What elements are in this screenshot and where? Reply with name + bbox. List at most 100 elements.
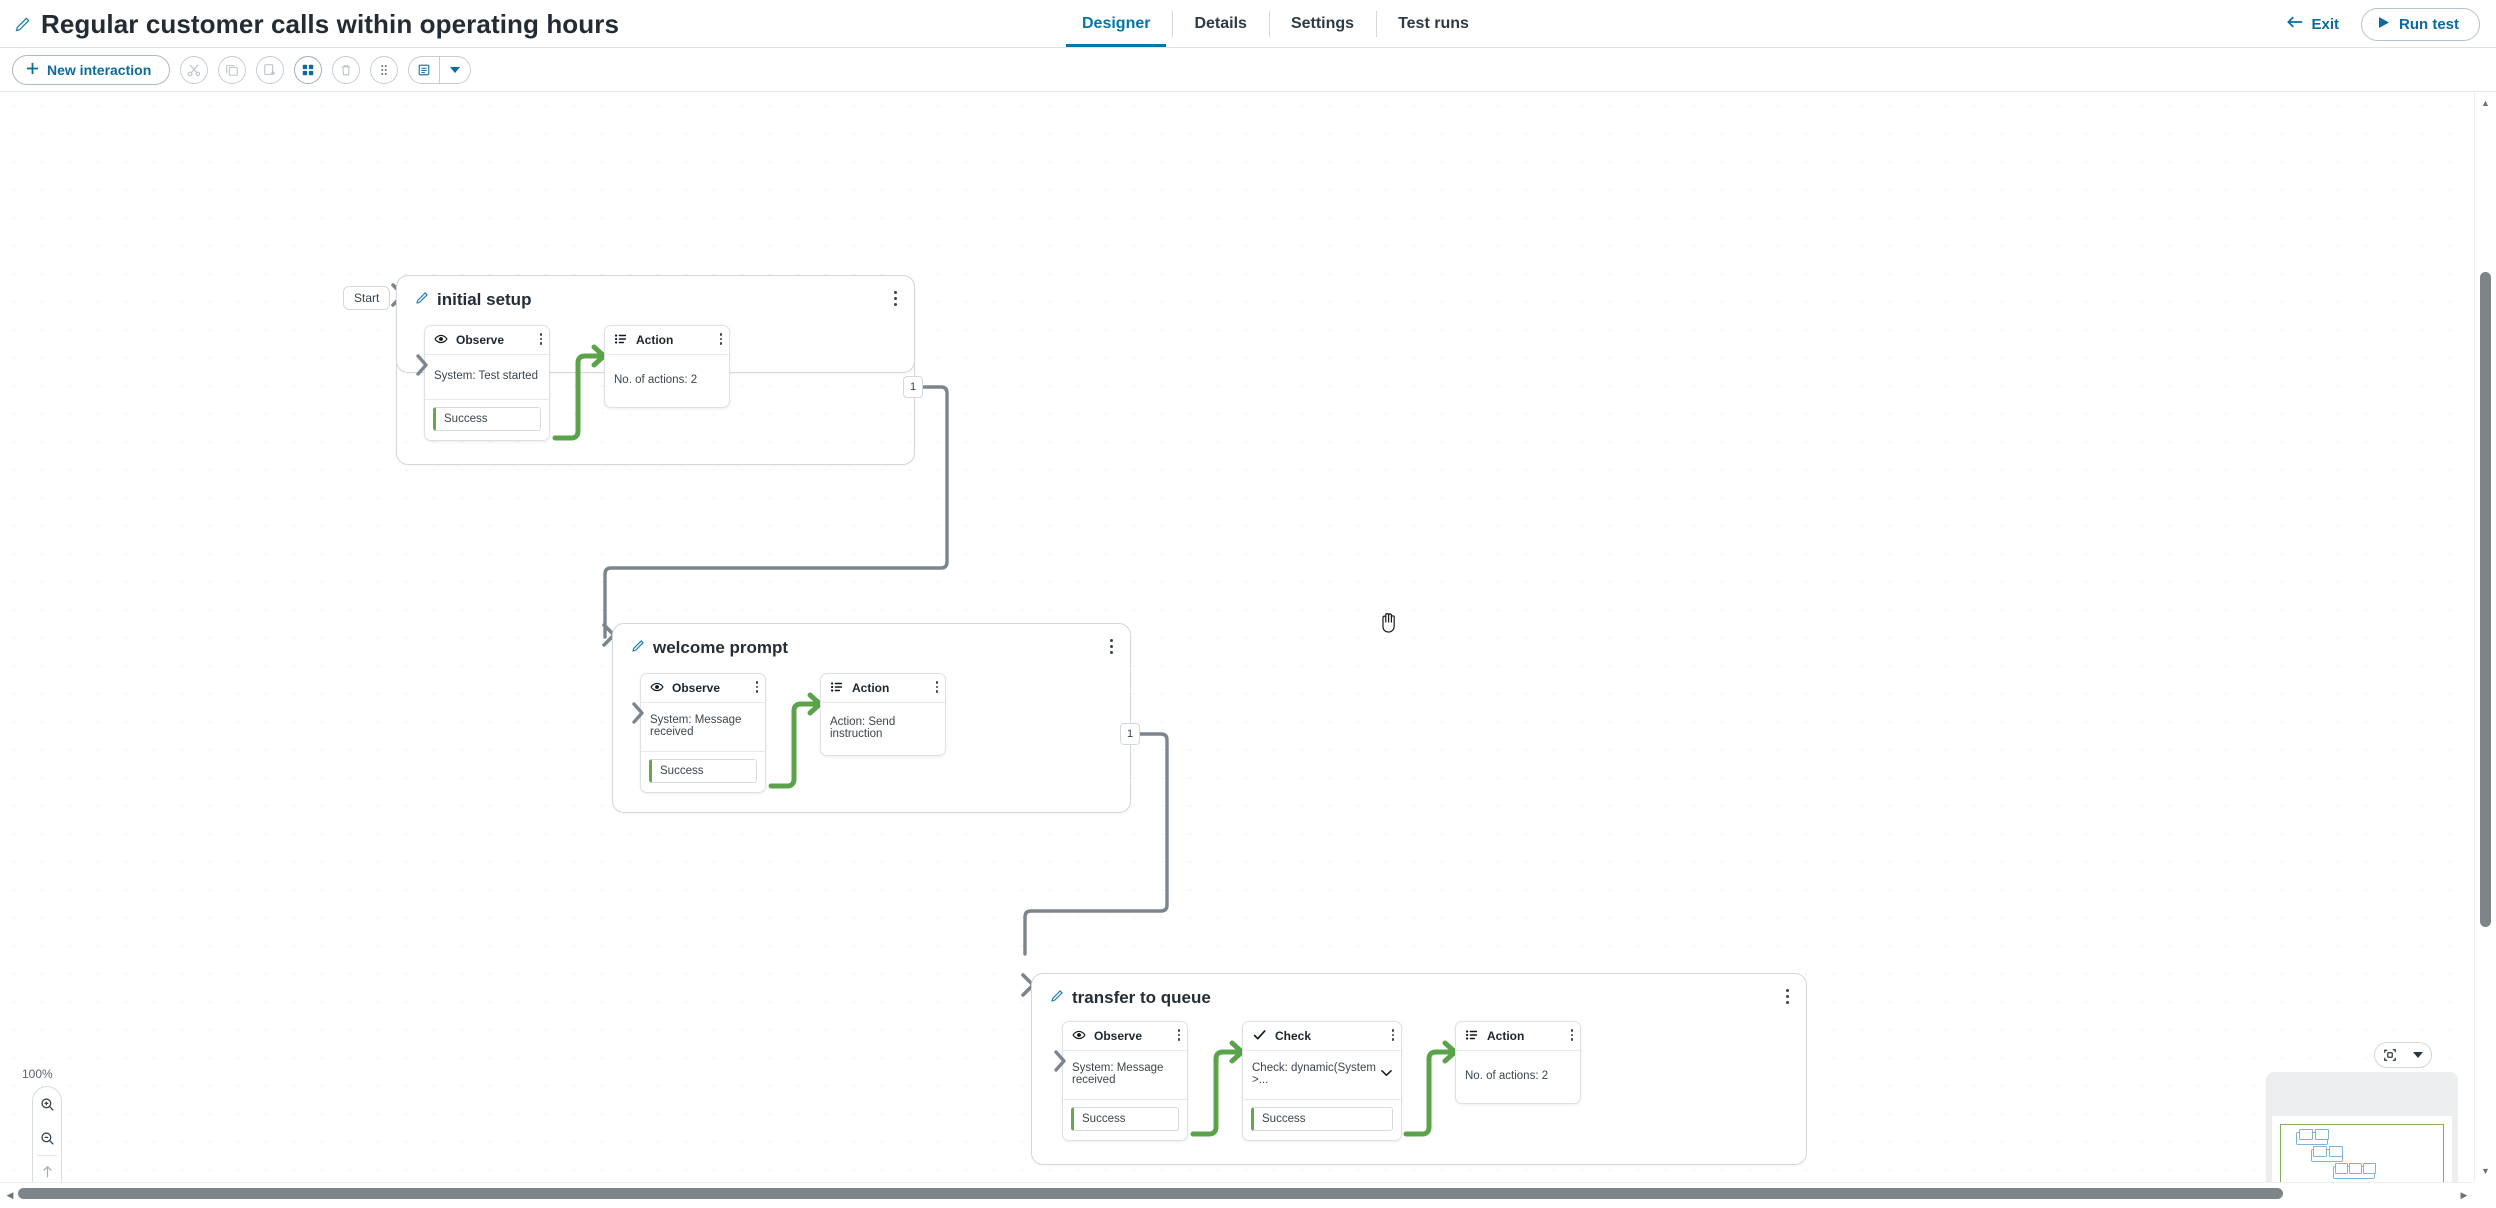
- card-outcome: Success: [641, 751, 765, 792]
- minimap-card: [2313, 1146, 2327, 1157]
- card-action[interactable]: Action No. of actions: 2: [604, 325, 730, 408]
- exit-button[interactable]: Exit: [2279, 9, 2347, 39]
- grab-hand-cursor: [1378, 610, 1400, 639]
- list-icon: [614, 332, 628, 349]
- list-icon: [1465, 1028, 1479, 1045]
- card-type-label: Observe: [1094, 1029, 1143, 1043]
- scrollbar-corner: [2474, 1182, 2496, 1208]
- group-welcome-prompt[interactable]: welcome prompt Observe System: Message r…: [612, 623, 1131, 813]
- horizontal-scroll-thumb[interactable]: [18, 1188, 2283, 1199]
- pencil-icon[interactable]: [631, 638, 645, 658]
- outcome-chip[interactable]: Success: [1251, 1107, 1393, 1131]
- card-menu-button[interactable]: [755, 681, 758, 693]
- pencil-icon[interactable]: [14, 16, 31, 33]
- group-title-row: initial setup: [397, 276, 914, 310]
- card-menu-button[interactable]: [539, 333, 542, 345]
- pencil-icon[interactable]: [1050, 988, 1064, 1008]
- eye-icon: [434, 332, 448, 349]
- run-test-button[interactable]: Run test: [2361, 7, 2480, 41]
- zoom-in-icon[interactable]: [33, 1087, 61, 1121]
- scroll-left-arrow[interactable]: ◀: [6, 1190, 14, 1200]
- group-exit-badge: 1: [1120, 723, 1140, 745]
- card-body-text: No. of actions: 2: [1465, 1070, 1549, 1082]
- horizontal-scrollbar[interactable]: ◀ ▶: [0, 1182, 2474, 1208]
- minimap-card: [2349, 1163, 2362, 1174]
- panel-icon[interactable]: [409, 57, 439, 83]
- tab-designer[interactable]: Designer: [1060, 0, 1172, 48]
- card-observe[interactable]: Observe System: Message received Success: [1054, 1021, 1188, 1141]
- scroll-down-arrow[interactable]: ▼: [2481, 1166, 2490, 1176]
- card-body[interactable]: Check: dynamic(System >...: [1243, 1051, 1401, 1099]
- paste-icon[interactable]: [256, 56, 285, 84]
- vertical-scrollbar[interactable]: ▲ ▼: [2474, 92, 2496, 1182]
- vertical-scroll-thumb[interactable]: [2480, 272, 2491, 927]
- card-check[interactable]: Check Check: dynamic(System >... Success: [1242, 1021, 1402, 1141]
- minimap-viewport[interactable]: [2280, 1124, 2444, 1182]
- card-action[interactable]: Action Action: Send instruction: [820, 673, 946, 756]
- outcome-chip[interactable]: Success: [649, 759, 757, 783]
- card-menu-button[interactable]: [935, 681, 938, 693]
- play-icon: [2378, 16, 2390, 33]
- new-interaction-button[interactable]: New interaction: [12, 55, 171, 85]
- app-header: Regular customer calls within operating …: [0, 0, 2496, 48]
- card-body-text: Action: Send instruction: [830, 716, 896, 740]
- trash-icon[interactable]: [332, 56, 361, 84]
- group-menu-button[interactable]: [1783, 986, 1792, 1007]
- card-header: Observe: [1063, 1022, 1187, 1051]
- card-body-text: Check: dynamic(System >...: [1252, 1062, 1376, 1086]
- minimap[interactable]: [2266, 1072, 2458, 1182]
- card-observe[interactable]: Observe System: Test started Success: [416, 325, 550, 441]
- eye-icon: [1072, 1028, 1086, 1045]
- card-type-label: Action: [852, 681, 890, 695]
- arrow-left-icon: [2287, 15, 2303, 33]
- zoom-level-label: 100%: [22, 1067, 53, 1081]
- pencil-icon[interactable]: [415, 290, 429, 310]
- outcome-chip[interactable]: Success: [433, 407, 541, 431]
- zoom-out-icon[interactable]: [33, 1121, 61, 1155]
- designer-canvas[interactable]: Start initial setup Obs: [0, 92, 2474, 1182]
- minimap-card: [2299, 1129, 2313, 1140]
- copy-icon[interactable]: [218, 56, 247, 84]
- cut-icon[interactable]: [180, 56, 209, 84]
- drag-handle-icon[interactable]: [370, 56, 399, 84]
- designer-toolbar: New interaction: [0, 48, 2496, 133]
- tab-details[interactable]: Details: [1172, 0, 1268, 48]
- card-menu-button[interactable]: [719, 333, 722, 345]
- group-menu-button[interactable]: [891, 288, 900, 309]
- card-type-label: Action: [636, 333, 674, 347]
- card-header: Observe: [641, 674, 765, 703]
- fit-chevron-down-icon[interactable]: [2405, 1051, 2431, 1059]
- card-header: Action: [821, 674, 945, 703]
- group-name: welcome prompt: [653, 638, 789, 657]
- panel-chevron-down-icon[interactable]: [440, 57, 470, 83]
- tab-test-runs[interactable]: Test runs: [1376, 0, 1491, 48]
- minimap-card: [2315, 1129, 2329, 1140]
- header-actions: Exit Run test: [2279, 0, 2480, 48]
- arrow-up-icon[interactable]: [33, 1156, 61, 1182]
- list-icon: [830, 680, 844, 697]
- scroll-right-arrow[interactable]: ▶: [2460, 1190, 2468, 1200]
- card-menu-button[interactable]: [1177, 1029, 1180, 1041]
- group-transfer-to-queue[interactable]: transfer to queue Observe System: Messag…: [1031, 973, 1807, 1165]
- group-menu-button[interactable]: [1107, 636, 1116, 657]
- card-type-label: Observe: [456, 333, 505, 347]
- card-menu-button[interactable]: [1570, 1029, 1573, 1041]
- card-outcome: Success: [1243, 1099, 1401, 1140]
- card-menu-button[interactable]: [1391, 1029, 1394, 1041]
- scroll-up-arrow[interactable]: ▲: [2481, 98, 2490, 108]
- card-action[interactable]: Action No. of actions: 2: [1455, 1021, 1581, 1104]
- page-title: Regular customer calls within operating …: [41, 8, 620, 39]
- grid-icon[interactable]: [294, 56, 323, 84]
- card-header: Action: [1456, 1022, 1580, 1051]
- card-header: Observe: [425, 326, 549, 355]
- minimap-content: [2272, 1116, 2452, 1182]
- minimap-card: [2335, 1163, 2348, 1174]
- card-observe[interactable]: Observe System: Message received Success: [632, 673, 766, 793]
- chevron-down-icon[interactable]: [1381, 1068, 1392, 1080]
- card-entry-chevron-icon: [631, 700, 647, 731]
- new-interaction-label: New interaction: [47, 62, 152, 78]
- tab-settings[interactable]: Settings: [1268, 0, 1376, 48]
- outcome-chip[interactable]: Success: [1071, 1107, 1179, 1131]
- fit-to-screen-icon[interactable]: [2375, 1048, 2405, 1062]
- group-initial-setup-box[interactable]: initial setup Observe System: Test start…: [396, 275, 915, 465]
